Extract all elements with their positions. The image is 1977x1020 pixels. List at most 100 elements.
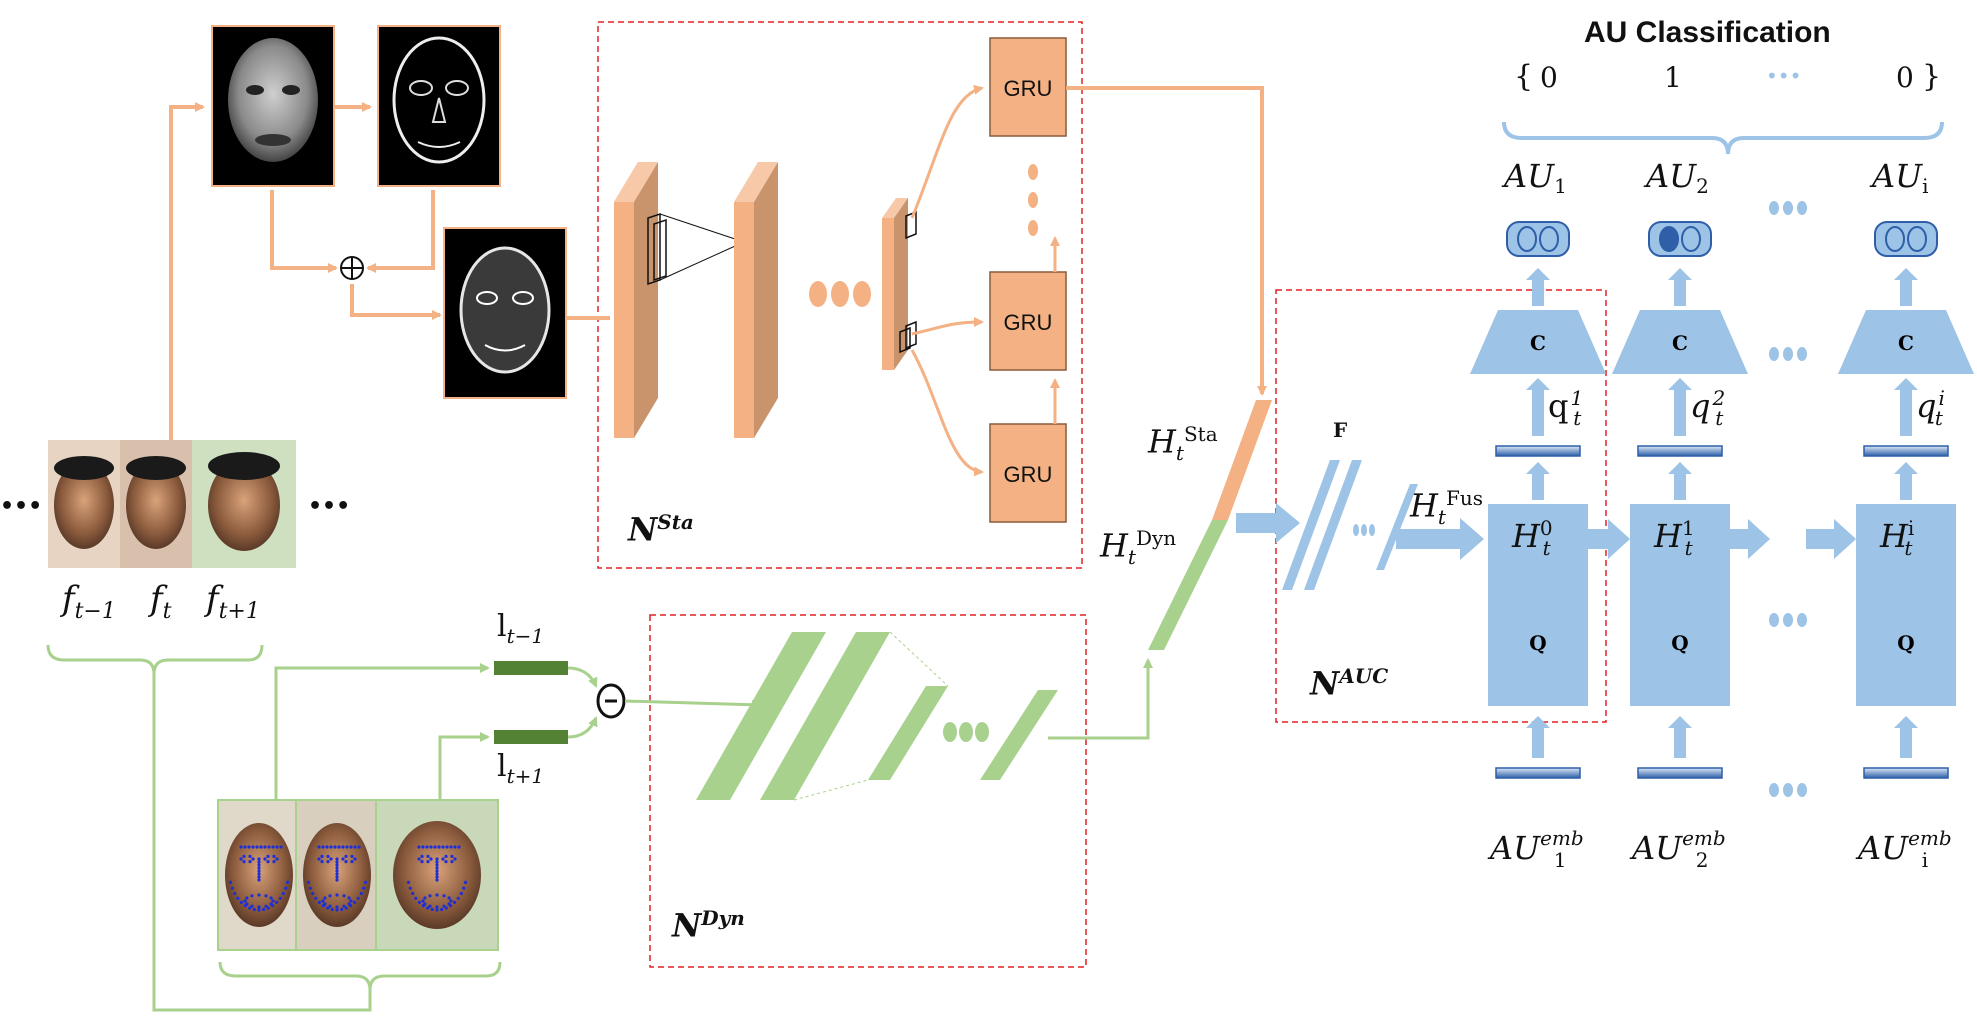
landmark-point	[335, 857, 339, 861]
emb-to-q-arrow-2	[1668, 716, 1692, 758]
frame-cur	[120, 440, 192, 568]
landmark-point	[335, 860, 339, 864]
landmark-point	[320, 854, 324, 859]
landmark-point	[321, 845, 325, 849]
auc-network-label: NAUC	[1310, 664, 1389, 703]
dynamic-network-label: NDyn	[672, 906, 745, 945]
landmark-point	[420, 854, 424, 859]
au-embedding-vector-2	[1637, 767, 1723, 779]
landmark-point	[329, 857, 333, 861]
landmark-point	[272, 854, 276, 859]
landmark-point	[345, 845, 349, 849]
classifier-ellipsis	[1797, 347, 1807, 361]
query-ellipsis	[1769, 613, 1779, 627]
landmark-point	[342, 894, 346, 898]
landmark-point	[463, 880, 468, 885]
landmark-point	[353, 900, 357, 905]
au-output-capsule-1	[1506, 221, 1570, 257]
landmark-point	[344, 860, 348, 864]
landmark-point	[328, 894, 332, 898]
landmark-point	[453, 900, 457, 905]
landmark-point	[279, 845, 283, 849]
landmark-point	[259, 845, 263, 849]
h-to-q-arrow-1	[1526, 462, 1550, 500]
hidden-transition-1-2	[1588, 519, 1630, 559]
lt-1-to-minus	[567, 666, 598, 688]
frame-label-prev: ft−1	[62, 579, 116, 624]
landmark-point	[320, 860, 324, 864]
landmark-point	[275, 900, 279, 905]
landmark-point	[453, 845, 457, 849]
landmark-point	[435, 857, 439, 861]
query-ellipsis	[1783, 613, 1793, 627]
fusion-to-q-arrow	[1396, 518, 1484, 560]
landmark-point	[428, 904, 432, 908]
landmark-point	[417, 857, 421, 861]
landmark-point	[266, 854, 270, 859]
c-to-output-arrow-1	[1526, 268, 1550, 306]
face-image-edges	[377, 25, 501, 187]
frames-ellipsis-left: •••	[0, 494, 43, 519]
gru-box-mid	[989, 271, 1067, 371]
frames-ellipsis-right: •••	[308, 494, 351, 519]
landmark-point	[428, 894, 432, 898]
hidden-state-label-2: H1t	[1654, 516, 1695, 560]
h-to-q-arrow-2	[1668, 462, 1692, 500]
landmark-point	[356, 896, 360, 900]
landmark-point	[353, 857, 357, 861]
landmark-point	[248, 854, 252, 859]
landmark-point	[243, 899, 247, 903]
landmark-point	[317, 845, 321, 849]
landmark-point	[306, 880, 311, 885]
orange-path-face2-plus	[366, 190, 435, 273]
q-vector-2	[1637, 445, 1723, 457]
landmark-point	[335, 875, 339, 879]
landmark-point	[423, 896, 427, 900]
dynamic-network-box	[649, 614, 1087, 968]
landmark-point	[278, 896, 282, 900]
landmark-point	[245, 896, 249, 900]
landmark-point	[450, 854, 454, 859]
static-network-label: NSta	[628, 510, 694, 549]
landmark-point	[239, 900, 243, 905]
landmark-point	[245, 902, 249, 906]
landmark-point	[263, 845, 267, 849]
dynamic-to-feature	[1048, 658, 1153, 740]
au-value-3: 0	[1896, 61, 1914, 94]
landmark-point	[264, 904, 268, 908]
au-embedding-vector-3	[1863, 767, 1949, 779]
au-label-1: AU1	[1504, 157, 1567, 198]
green-path-to-lt-1	[274, 663, 490, 800]
landmark-point	[344, 906, 348, 910]
landmark-point	[269, 896, 273, 900]
q-to-c-arrow-1	[1526, 378, 1550, 436]
landmark-point	[359, 891, 363, 896]
gru-box-bottom	[989, 423, 1067, 523]
emb-to-q-arrow-1	[1526, 716, 1550, 758]
landmark-point	[255, 845, 259, 849]
landmark-point	[433, 845, 437, 849]
feature-to-fusion-arrow	[1236, 503, 1300, 543]
landmark-point	[285, 880, 290, 885]
gru-box-top	[989, 37, 1067, 137]
landmark-point	[417, 845, 421, 849]
landmark-point	[248, 860, 252, 864]
landmark-point	[250, 894, 254, 898]
frame-label-cur: ft	[150, 579, 172, 624]
au-classification-title: AU Classification	[1584, 16, 1831, 49]
au-label-ellipsis	[1797, 201, 1807, 215]
landmark-point	[453, 857, 457, 861]
au-embedding-label-2: AUemb2	[1632, 826, 1726, 872]
gru-label-mid: GRU	[1004, 310, 1053, 335]
landmark-point	[284, 886, 288, 890]
green-path-outer	[152, 674, 372, 1012]
dynamic-feature-label: HtDyn	[1100, 526, 1177, 570]
frame-next	[192, 440, 296, 568]
h-to-q-arrow-3	[1894, 462, 1918, 500]
hidden-state-label-1: H0t	[1512, 516, 1553, 560]
query-label-3: Q	[1897, 631, 1914, 655]
auc-network-box	[1275, 289, 1607, 723]
static-feature-bar	[1212, 400, 1272, 520]
landmark-point	[457, 845, 461, 849]
